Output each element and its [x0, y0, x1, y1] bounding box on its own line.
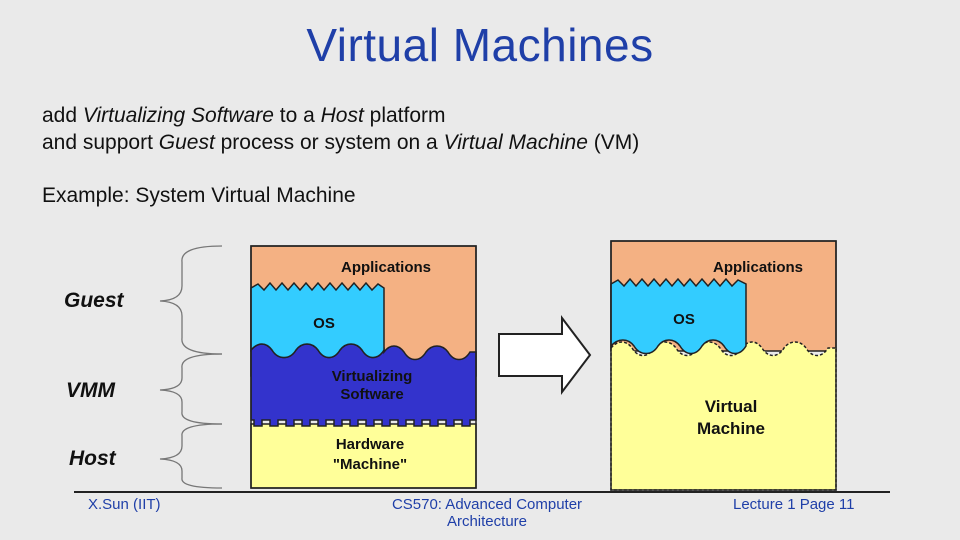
- left-stack: [250, 245, 477, 489]
- term-virtualizing-software: Virtualizing Software: [82, 104, 274, 127]
- footer-rule: [74, 491, 890, 493]
- footer-author: X.Sun (IIT): [88, 496, 161, 513]
- braces: [159, 245, 223, 489]
- footer-course: CS570: Advanced Computer Architecture: [362, 496, 612, 530]
- footer-course-line-1: CS570: Advanced Computer: [391, 496, 583, 513]
- footer-page: Lecture 1 Page 11: [733, 496, 855, 513]
- right-vm-label-2: Machine: [697, 419, 765, 438]
- term-host: Host: [320, 104, 364, 127]
- label-guest: Guest: [64, 289, 124, 312]
- left-hardware-label-1: Hardware: [336, 436, 404, 453]
- text: add: [42, 104, 83, 127]
- example-heading: Example: System Virtual Machine: [42, 184, 356, 207]
- right-stack: [610, 240, 837, 491]
- left-hardware-label-2: "Machine": [333, 456, 407, 473]
- transform-arrow-icon: [498, 315, 592, 395]
- text: platform: [363, 104, 446, 127]
- right-vm-label-1: Virtual: [705, 397, 758, 416]
- label-host: Host: [69, 447, 116, 470]
- left-stack-border: [250, 245, 477, 489]
- right-os-layer: [610, 277, 747, 355]
- slide-title: Virtual Machines: [306, 19, 654, 71]
- term-guest: Guest: [158, 131, 215, 154]
- right-stack-border: [610, 240, 837, 491]
- text: and support: [42, 131, 159, 154]
- description-line-1: add Virtualizing Software to a Host plat…: [42, 104, 446, 128]
- left-virtualizing-label-2: Software: [340, 386, 403, 403]
- description-line-2: and support Guest process or system on a…: [42, 131, 639, 155]
- text: to a: [273, 104, 321, 127]
- left-applications-label: Applications: [341, 259, 431, 276]
- left-os-label: OS: [313, 315, 335, 332]
- brace-host: [159, 423, 223, 489]
- left-os-layer: [250, 281, 385, 359]
- brace-vmm: [159, 353, 223, 425]
- footer-course-line-2: Architecture: [446, 513, 528, 530]
- text: (VM): [587, 131, 640, 154]
- label-vmm: VMM: [66, 379, 115, 402]
- left-virtualizing-label-1: Virtualizing: [332, 368, 413, 385]
- brace-guest: [159, 245, 223, 355]
- term-virtual-machine: Virtual Machine: [443, 131, 588, 154]
- right-applications-label: Applications: [713, 259, 803, 276]
- right-virtual-machine-layer: [610, 341, 837, 491]
- right-os-label: OS: [673, 311, 695, 328]
- text: process or system on a: [214, 131, 444, 154]
